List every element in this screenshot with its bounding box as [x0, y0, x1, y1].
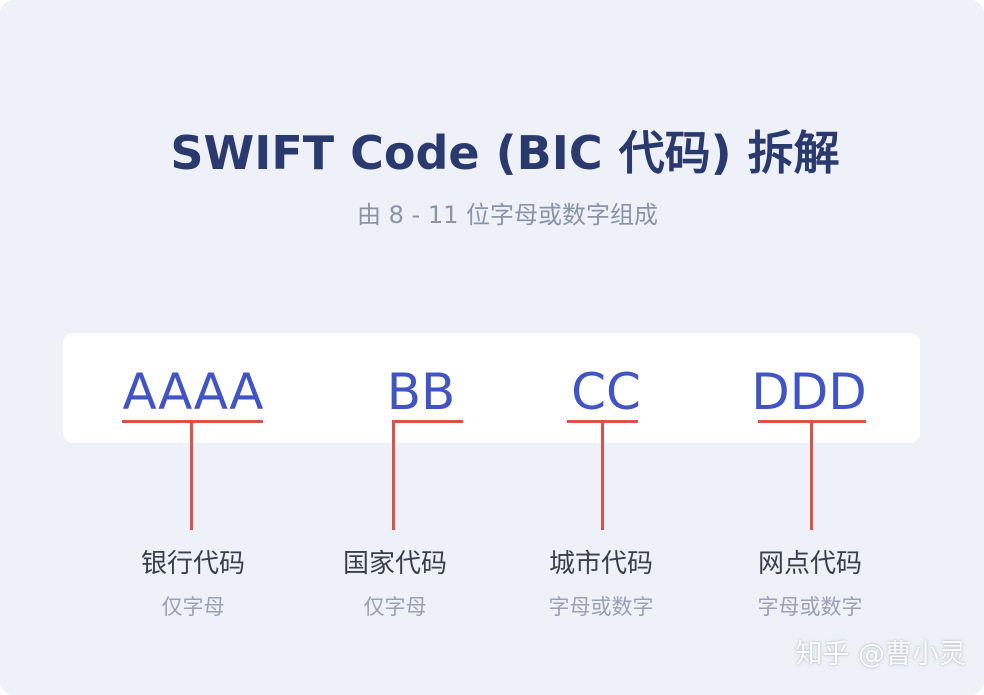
segment-label-city: 城市代码	[548, 549, 653, 579]
diagram-subtitle: 由 8 - 11 位字母或数字组成	[357, 201, 658, 229]
segment-code-city: CC	[571, 363, 641, 421]
diagram-title: SWIFT Code (BIC 代码) 拆解	[170, 126, 840, 180]
segment-connector-branch	[810, 421, 813, 530]
segment-label-bank: 银行代码	[140, 549, 245, 579]
segment-connector-bank	[190, 421, 193, 530]
segment-connector-city	[601, 421, 604, 530]
segment-sublabel-bank: 仅字母	[161, 595, 225, 619]
segment-label-country: 国家代码	[342, 549, 447, 579]
segment-sublabel-branch: 字母或数字	[757, 595, 863, 619]
segment-label-branch: 网点代码	[757, 549, 862, 579]
segment-underline-country	[392, 420, 463, 423]
segment-sublabel-city: 字母或数字	[548, 595, 654, 619]
zhihu-watermark: 知乎 @曹小灵	[795, 639, 966, 670]
segment-code-country: BB	[386, 363, 456, 421]
segment-sublabel-country: 仅字母	[363, 595, 427, 619]
code-strip	[63, 333, 920, 443]
segment-code-bank: AAAA	[122, 363, 264, 421]
segment-connector-country	[392, 421, 395, 530]
segment-code-branch: DDD	[751, 363, 867, 421]
